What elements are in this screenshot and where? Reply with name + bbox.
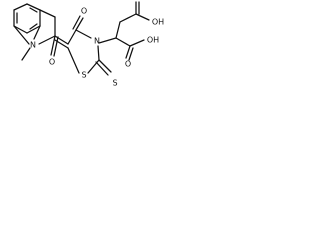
- atom-n-thiazolidine: N: [94, 37, 100, 46]
- double-bond: [72, 15, 81, 30]
- double-bond: [53, 36, 59, 57]
- bond: [115, 21, 121, 39]
- bond: [38, 35, 56, 45]
- bond: [26, 25, 41, 34]
- atom-oh-acid2: OH: [147, 36, 159, 45]
- bond: [98, 59, 112, 73]
- double-bond: [128, 47, 134, 61]
- double-bond-inner: [29, 7, 38, 13]
- chemical-structure-diagram: N O O N S S O OH O OH: [13, 0, 164, 88]
- atom-s-ring: S: [81, 71, 86, 80]
- bond: [67, 47, 80, 74]
- bond: [21, 47, 31, 61]
- bond: [26, 3, 41, 11]
- bonds: [13, 1, 150, 76]
- bond: [50, 35, 56, 56]
- bond: [119, 13, 137, 23]
- double-bond: [95, 61, 109, 76]
- bond: [39, 9, 56, 18]
- bond: [54, 35, 69, 45]
- bond: [13, 25, 30, 45]
- bond: [67, 29, 77, 45]
- bond: [135, 13, 150, 21]
- bond: [115, 37, 131, 47]
- bond: [13, 25, 28, 34]
- bond: [33, 25, 41, 40]
- bond: [129, 39, 145, 47]
- bond: [98, 37, 117, 44]
- double-bond: [54, 39, 69, 49]
- atom-s-thioxo: S: [112, 79, 117, 88]
- atom-o-acid2-carbonyl: O: [125, 60, 131, 69]
- atom-o-acid1-carbonyl: O: [137, 0, 143, 2]
- bond: [125, 45, 131, 59]
- atom-o-thiazolidinone: O: [81, 7, 87, 16]
- bond: [13, 3, 28, 11]
- bond: [75, 29, 92, 39]
- atom-oh-acid1: OH: [152, 18, 164, 27]
- atom-n-methyl: N: [30, 41, 36, 50]
- bond: [87, 59, 100, 74]
- bond: [75, 17, 84, 31]
- atom-o-indolinone: O: [49, 58, 55, 67]
- atom-labels: N O O N S S O OH O OH: [30, 0, 164, 88]
- bond: [97, 45, 100, 61]
- double-bond-inner: [29, 23, 38, 30]
